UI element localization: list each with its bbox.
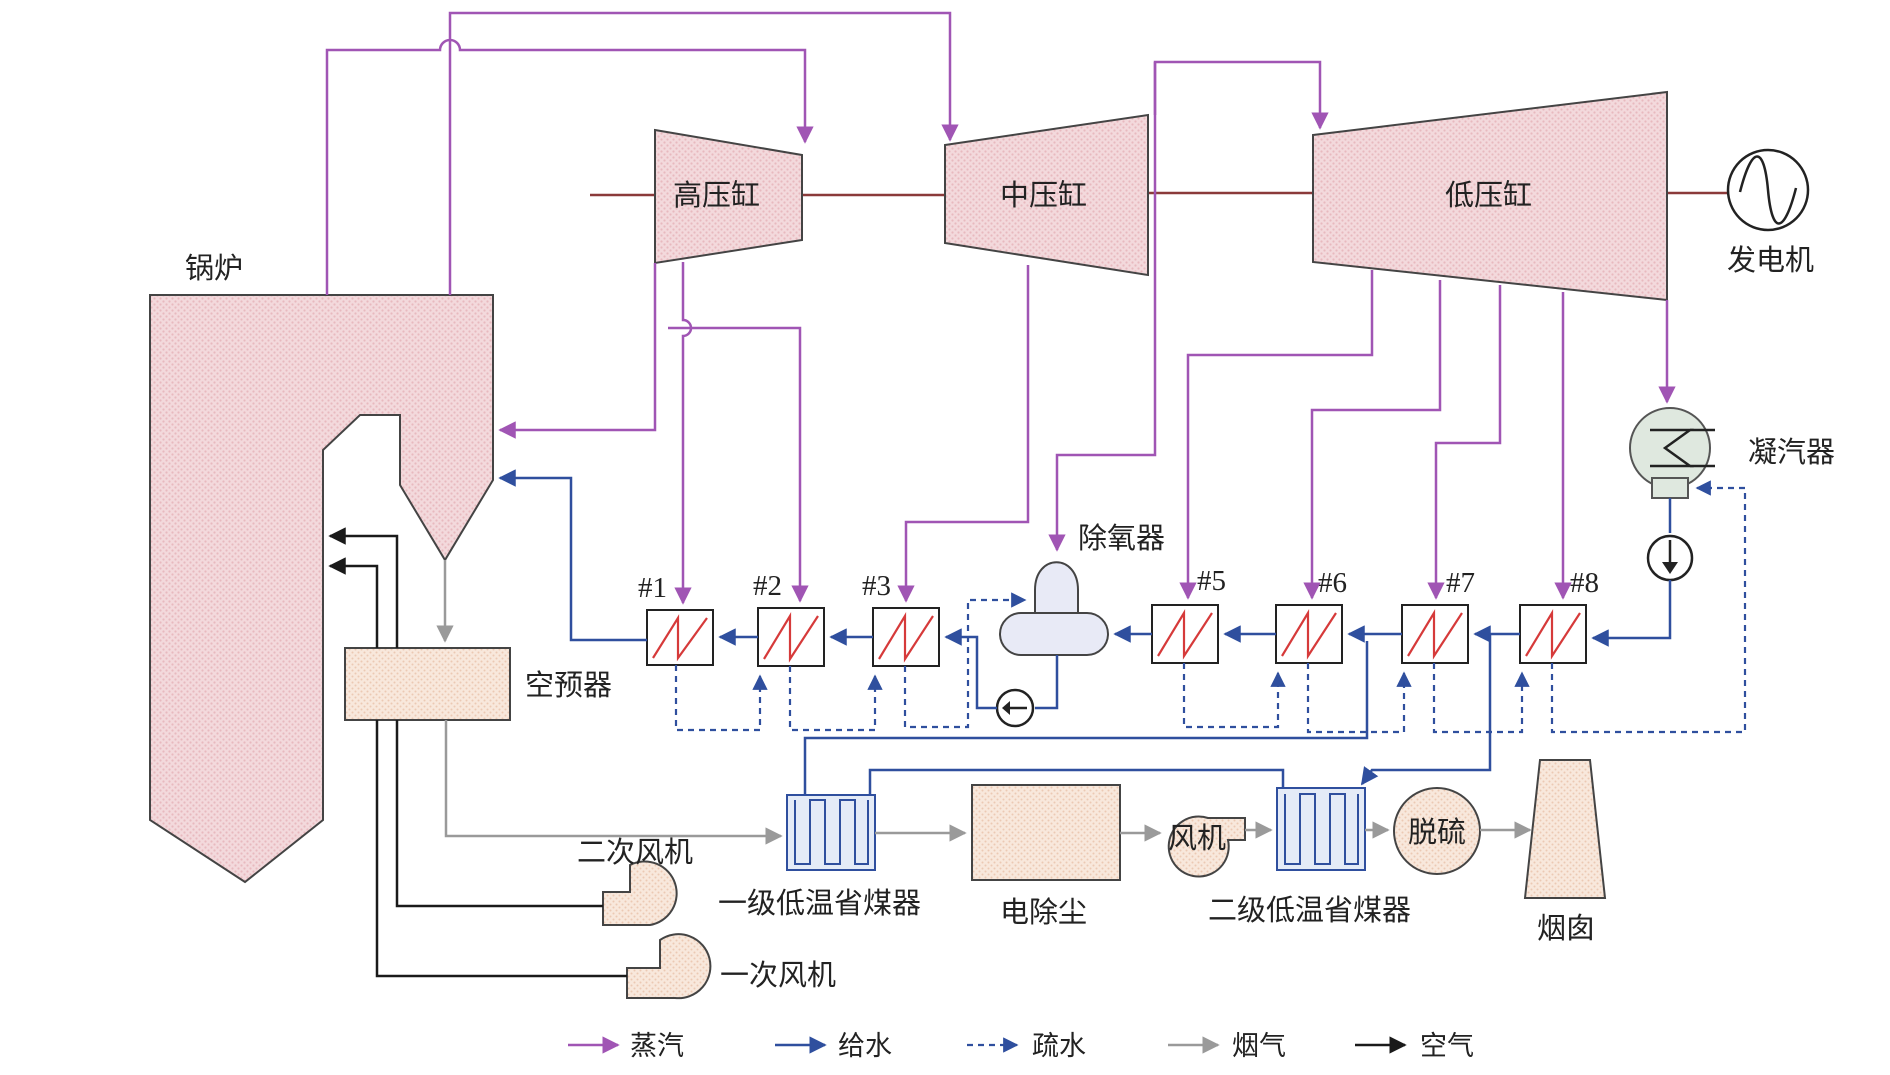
heater-6-label: #6 [1318,567,1347,599]
condenser: 凝汽器 [1629,407,1835,499]
hp-turbine: 高压缸 [654,128,803,265]
legend: 蒸汽 给水 疏水 烟气 空气 [568,1031,1474,1062]
legend-item-air: 空气 [1355,1031,1474,1062]
secondary-fan-label: 二次风机 [577,835,693,869]
heater-2: #2 [753,570,825,667]
heater-2-label: #2 [753,570,782,602]
lp-turbine: 低压缸 [1312,90,1668,302]
legend-item-drain: 疏水 [967,1031,1086,1062]
legend-item-feedwater: 给水 [775,1031,892,1062]
legend-label-drain: 疏水 [1032,1031,1086,1062]
electrostatic-precipitator: 电除尘 [971,784,1121,929]
steam-lines [325,11,1676,605]
legend-label-feedwater: 给水 [838,1031,892,1062]
heater-3: #3 [862,570,940,667]
condenser-label: 凝汽器 [1748,435,1835,469]
generator-label: 发电机 [1727,243,1814,277]
air-lines [328,527,627,978]
sine-wave-icon [1738,155,1798,225]
turbine-shaft [590,191,1728,197]
fan-label: 风机 [1168,821,1226,855]
heater-6: #6 [1275,567,1347,664]
air-preheater: 空预器 [344,647,612,721]
legend-item-flue-gas: 烟气 [1168,1031,1286,1062]
heater-7-label: #7 [1446,567,1475,599]
condensate-pump [1646,534,1694,582]
legend-label-flue-gas: 烟气 [1232,1031,1286,1062]
primary-fan: 一次风机 [626,933,836,1000]
feed-pump [995,688,1035,728]
heater-8-label: #8 [1570,567,1599,599]
boiler: 锅炉 [149,251,494,884]
hp-turbine-label: 高压缸 [673,178,760,212]
ip-turbine-label: 中压缸 [1000,178,1087,212]
economizer-1-label: 一级低温省煤器 [718,886,921,920]
esp-label: 电除尘 [1000,895,1087,929]
economizer-2-label: 二级低温省煤器 [1208,893,1411,927]
deaerator: 除氧器 [999,521,1165,656]
flue-gas-lines [436,560,1532,845]
heater-5-label: #5 [1197,565,1226,597]
heater-3-label: #3 [862,570,891,602]
drain-lines [674,480,1747,734]
economizer-1: 一级低温省煤器 [718,794,921,920]
lp-turbine-label: 低压缸 [1445,178,1532,212]
generator: 发电机 [1726,148,1814,277]
deaerator-label: 除氧器 [1078,521,1165,555]
fgd-label: 脱硫 [1408,815,1466,849]
chimney: 烟囱 [1523,759,1607,945]
legend-label-air: 空气 [1420,1031,1474,1062]
heater-1-label: #1 [638,572,667,604]
legend-label-steam: 蒸汽 [630,1031,684,1062]
induced-fan: 风机 [1167,815,1246,878]
economizer-2: 二级低温省煤器 [1208,787,1411,927]
secondary-fan: 二次风机 [577,835,693,926]
heater-5: #5 [1151,565,1226,664]
heater-1: #1 [638,572,714,666]
legend-item-steam: 蒸汽 [568,1031,684,1062]
chimney-label: 烟囱 [1537,911,1595,945]
feedwater-lines [498,469,1672,795]
heater-7: #7 [1401,567,1475,664]
heater-8: #8 [1519,567,1599,664]
air-preheater-label: 空预器 [525,668,612,702]
ip-turbine: 中压缸 [944,113,1149,277]
boiler-label: 锅炉 [185,251,243,285]
primary-fan-label: 一次风机 [720,958,836,992]
desulfurization: 脱硫 [1393,787,1481,875]
